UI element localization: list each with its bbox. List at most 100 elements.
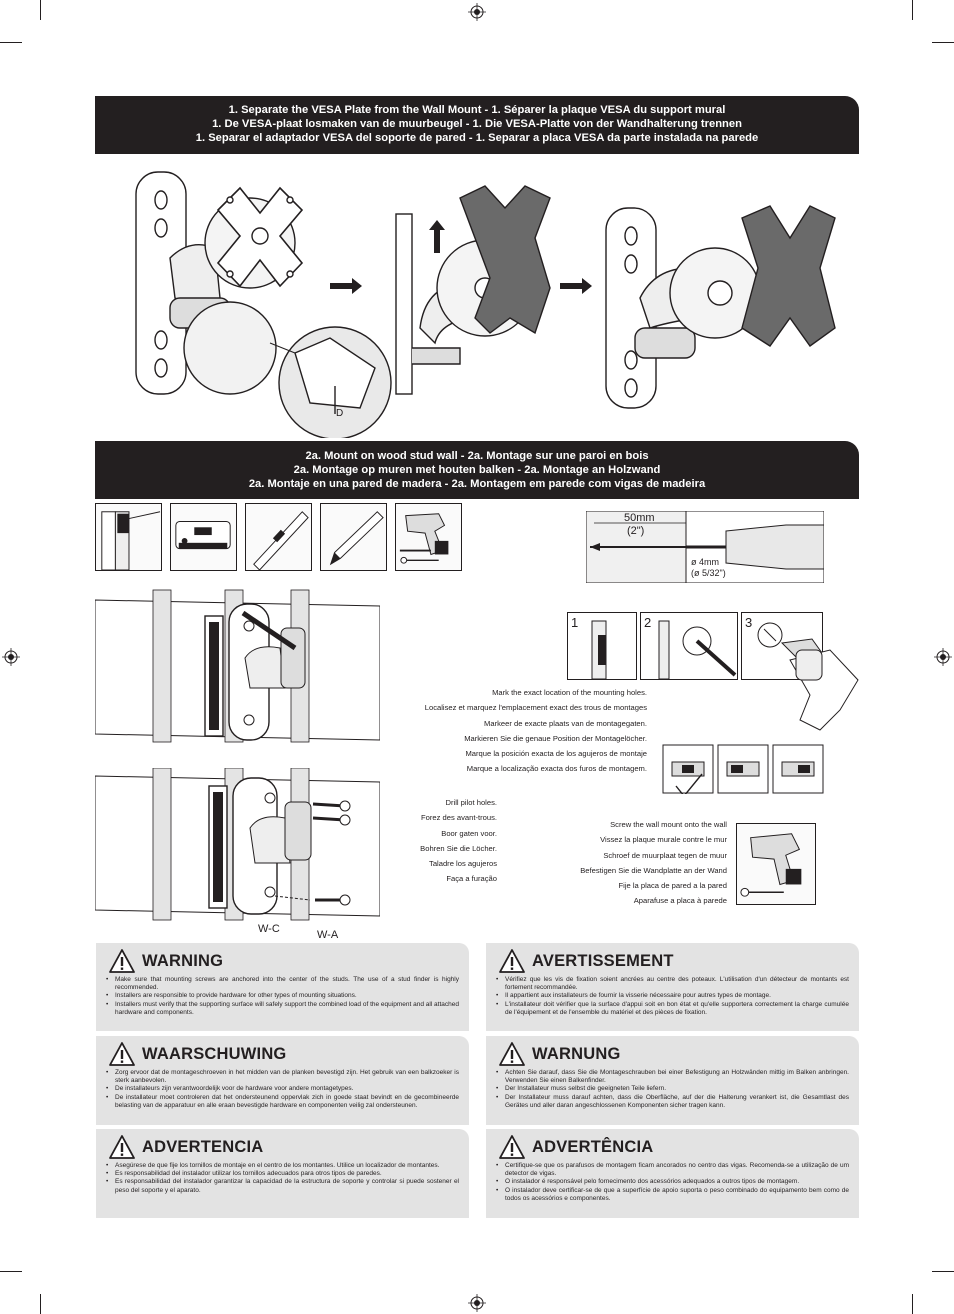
warning-box-de: WARNUNG Achten Sie darauf, dass Sie die … [486,1036,859,1125]
drill-holes-text: Drill pilot holes. Forez des avant-trous… [420,795,497,887]
step-number: 1 [571,615,579,630]
instruction-line: Drill pilot holes. [445,798,498,807]
instruction-line: Localisez et marquez l'emplacement exact… [424,703,647,713]
drill-icon [395,503,462,571]
part-label-wa: W-A [317,929,339,941]
warning-box-fr: AVERTISSEMENT Vérifiez que les vis de fi… [486,943,859,1031]
warning-item: Vérifiez que les vis de fixation soient … [496,976,849,992]
instruction-line: Markeer de exacte plaats van de montageg… [484,718,647,728]
step2a-banner: 2a. Mount on wood stud wall - 2a. Montag… [95,441,859,499]
level-check-icon [717,744,769,794]
stud-finder-wall-icon [95,503,162,571]
warning-item: Certifique-se que os parafusos de montag… [496,1162,849,1178]
instruction-line: Marque a localização exacta dos furos de… [466,764,647,774]
warning-triangle-icon [499,949,525,973]
instruction-line: Schroef de muurplaat tegen de muur [603,850,727,860]
banner-line: 1. Separar el adaptador VESA del soporte… [195,132,759,144]
crop-mark [932,1271,954,1272]
wall-drill-illustration [95,768,380,921]
step1-banner: 1. Separate the VESA Plate from the Wall… [95,96,859,154]
level-check-icon [772,744,824,794]
warning-box-nl: WAARSCHUWING Zorg ervoor dat de montages… [96,1036,469,1125]
step-box-1: 1 [567,612,637,680]
warning-title: ADVERTÊNCIA [532,1137,654,1156]
instruction-line: Taladre los agujeros [429,859,497,869]
warning-item: Es responsabilidad del instalador garant… [106,1178,459,1194]
drill-depth-inch-label: (2") [627,525,645,537]
crop-mark [40,1294,41,1314]
warning-item: Asegúrese de que fije los tornillos de m… [106,1162,459,1170]
level-icon [245,503,312,571]
instruction-line: Vissez la plaque murale contre le mur [600,835,727,845]
instruction-line: Bohren Sie die Löcher. [420,843,497,853]
crop-mark [0,42,22,43]
instruction-line: Markieren Sie die genaue Position der Mo… [464,733,647,743]
warning-title: WARNING [142,951,224,970]
warning-triangle-icon [499,1042,525,1066]
banner-line: 1. De VESA-plaat losmaken van de muurbeu… [212,118,742,130]
crop-mark [912,0,913,20]
step-number: 3 [745,615,753,630]
instruction-line: Fije la placa de pared a la pared [618,881,728,891]
banner-line: 2a. Montage op muren met houten balken -… [293,464,661,476]
instruction-line: Befestigen Sie die Wandplatte an der Wan… [580,865,727,875]
warning-item: Installers are responsible to provide ha… [106,992,459,1000]
drill-bit-label: ø 4mm [691,557,719,567]
mark-holes-text: Mark the exact location of the mounting … [425,685,647,777]
crop-mark [0,1271,22,1272]
step-number: 2 [644,615,652,630]
registration-mark-icon [468,3,486,21]
registration-mark-icon [2,648,20,666]
warning-item: Der Installateur muss darauf achten, das… [496,1094,849,1110]
wall-mark-illustration [95,589,380,743]
warning-box-en: WARNING Make sure that mounting screws a… [96,943,469,1031]
hand-drill-illustration [789,649,859,731]
warning-item: O instalador deve certificar-se de que a… [496,1187,849,1203]
warning-item: Achten Sie darauf, dass Sie die Montages… [496,1069,849,1085]
warning-triangle-icon [109,1135,135,1159]
screw-drill-icon [736,823,816,905]
step-box-2: 2 [640,612,738,680]
stud-finder-icon [170,503,237,571]
registration-mark-icon [468,1294,486,1312]
instruction-line: Faça a furação [446,874,497,884]
warning-item: L'installateur doit vérifier que la surf… [496,1001,849,1017]
crop-mark [932,42,954,43]
instruction-line: Aparafuse a placa à parede [633,896,727,906]
warning-triangle-icon [109,949,135,973]
warning-title: AVERTISSEMENT [532,951,674,970]
warning-item: Zorg ervoor dat de montageschroeven in h… [106,1069,459,1085]
level-check-ok-icon [662,744,714,794]
warning-item: Der Installateur muss selbst die geeigne… [496,1085,849,1093]
crop-mark [40,0,41,20]
banner-line: 2a. Montaje en una pared de madera - 2a.… [248,478,706,490]
warning-box-es: ADVERTENCIA Asegúrese de que fije los to… [96,1129,469,1218]
instruction-line: Mark the exact location of the mounting … [492,688,647,697]
warning-item: Installers must verify that the supporti… [106,1001,459,1017]
warning-triangle-icon [109,1042,135,1066]
instruction-line: Boor gaten voor. [441,828,497,838]
vesa-separation-illustration [135,171,836,438]
warning-item: O instalador é responsável pelo fornecim… [496,1178,849,1186]
pencil-icon [320,503,387,571]
crop-mark [912,1294,913,1314]
warning-title: WARNUNG [532,1044,621,1063]
registration-mark-icon [934,648,952,666]
drill-depth-detail [586,511,824,583]
part-label-wc: W-C [258,923,280,935]
warning-item: Il appartient aux installateurs de fourn… [496,992,849,1000]
warning-triangle-icon [499,1135,525,1159]
warning-item: De installateurs zijn verantwoordelijk v… [106,1085,459,1093]
drill-bit-inch-label: (ø 5/32") [691,568,726,578]
part-label-d: D [336,408,344,419]
instruction-line: Marque la posición exacta de los agujero… [465,749,647,759]
screw-mount-text: Screw the wall mount onto the wall Visse… [580,817,727,909]
banner-line: 2a. Mount on wood stud wall - 2a. Montag… [305,450,649,462]
banner-line: 1. Separate the VESA Plate from the Wall… [228,104,726,116]
warning-item: Make sure that mounting screws are ancho… [106,976,459,992]
instruction-line: Forez des avant-trous. [421,813,497,823]
warning-title: WAARSCHUWING [142,1044,287,1063]
drill-depth-label: 50mm [624,512,655,524]
warning-item: Es responsabilidad del instalador utiliz… [106,1170,459,1178]
warning-title: ADVERTENCIA [142,1137,264,1156]
